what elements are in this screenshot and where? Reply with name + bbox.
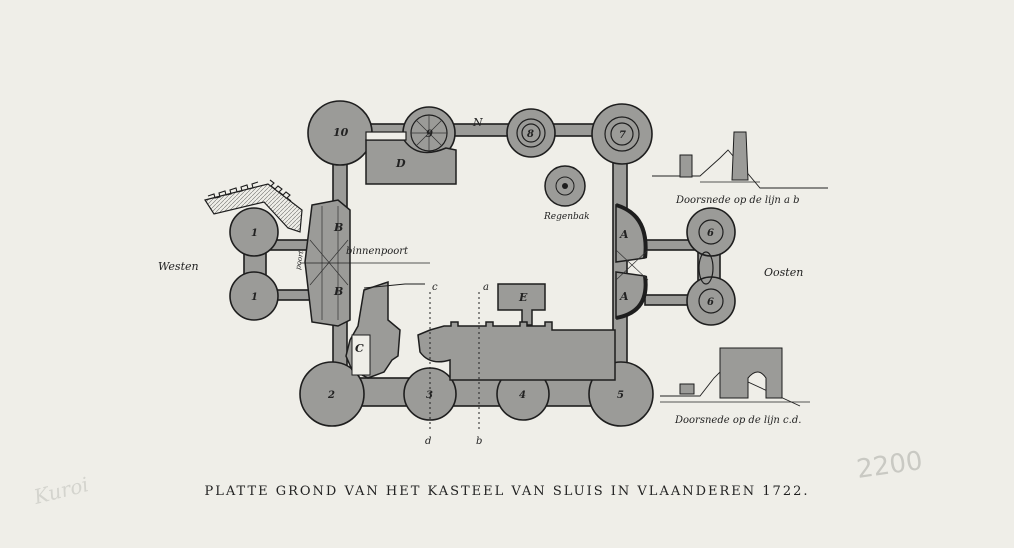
tower-label-1-upper: 1 <box>251 228 258 239</box>
room-label-B-upper: B <box>333 221 343 234</box>
section-label-c: c <box>432 282 438 293</box>
tower-7 <box>591 103 653 165</box>
label-regenbak: Regenbak <box>543 212 590 222</box>
section-lines <box>429 292 480 430</box>
tower-label-5: 5 <box>617 390 624 401</box>
tower-label-4: 4 <box>519 390 526 401</box>
tower-8 <box>506 108 556 158</box>
crenellated-wall <box>204 179 303 233</box>
compass-east: Oosten <box>764 266 803 279</box>
tower-2 <box>299 361 365 427</box>
section-label-a: a <box>483 282 489 293</box>
room-E <box>497 283 546 326</box>
vault-ribs <box>411 115 447 151</box>
tower-label-7: 7 <box>619 130 626 141</box>
section-cd-drawing <box>660 347 810 407</box>
room-label-E: E <box>518 291 528 304</box>
label-section-cd: Doorsnede op de lijn c.d. <box>674 415 801 426</box>
tower-1-upper <box>229 207 279 257</box>
tower-6-lower <box>686 276 736 326</box>
pencil-number: 2200 <box>855 446 925 485</box>
room-label-A-lower: A <box>619 290 629 303</box>
tower-label-3: 3 <box>426 390 433 401</box>
tower-1-lower <box>229 271 279 321</box>
tower-label-2: 2 <box>327 390 335 401</box>
tower-label-6-upper: 6 <box>707 228 714 239</box>
section-ab-drawing <box>652 131 828 189</box>
plan-labels: Westen Oosten N binnenpoort poort Regenb… <box>158 116 803 447</box>
room-label-D: D <box>395 157 406 170</box>
room-label-C: C <box>355 342 364 355</box>
room-D <box>365 139 457 185</box>
label-poort: poort <box>294 250 305 270</box>
section-label-b: b <box>476 436 482 447</box>
tower-label-8: 8 <box>527 129 534 140</box>
room-label-B-lower: B <box>333 285 343 298</box>
compass-west: Westen <box>158 260 199 273</box>
room-label-A-upper: A <box>619 228 629 241</box>
tower-label-10: 10 <box>333 126 349 139</box>
section-label-d: d <box>425 436 431 447</box>
label-section-ab: Doorsnede op de lijn a b <box>675 195 800 206</box>
compass-north: N <box>472 116 483 129</box>
south-range <box>417 321 616 381</box>
regenbak-cistern <box>544 165 586 207</box>
plate-title: PLATTE GROND VAN HET KASTEEL VAN SLUIS I… <box>204 484 810 499</box>
tower-label-6-lower: 6 <box>707 297 714 308</box>
tower-label-1-lower: 1 <box>251 292 258 303</box>
label-binnenpoort: binnenpoort <box>346 246 409 257</box>
tower-label-9: 9 <box>426 129 433 140</box>
